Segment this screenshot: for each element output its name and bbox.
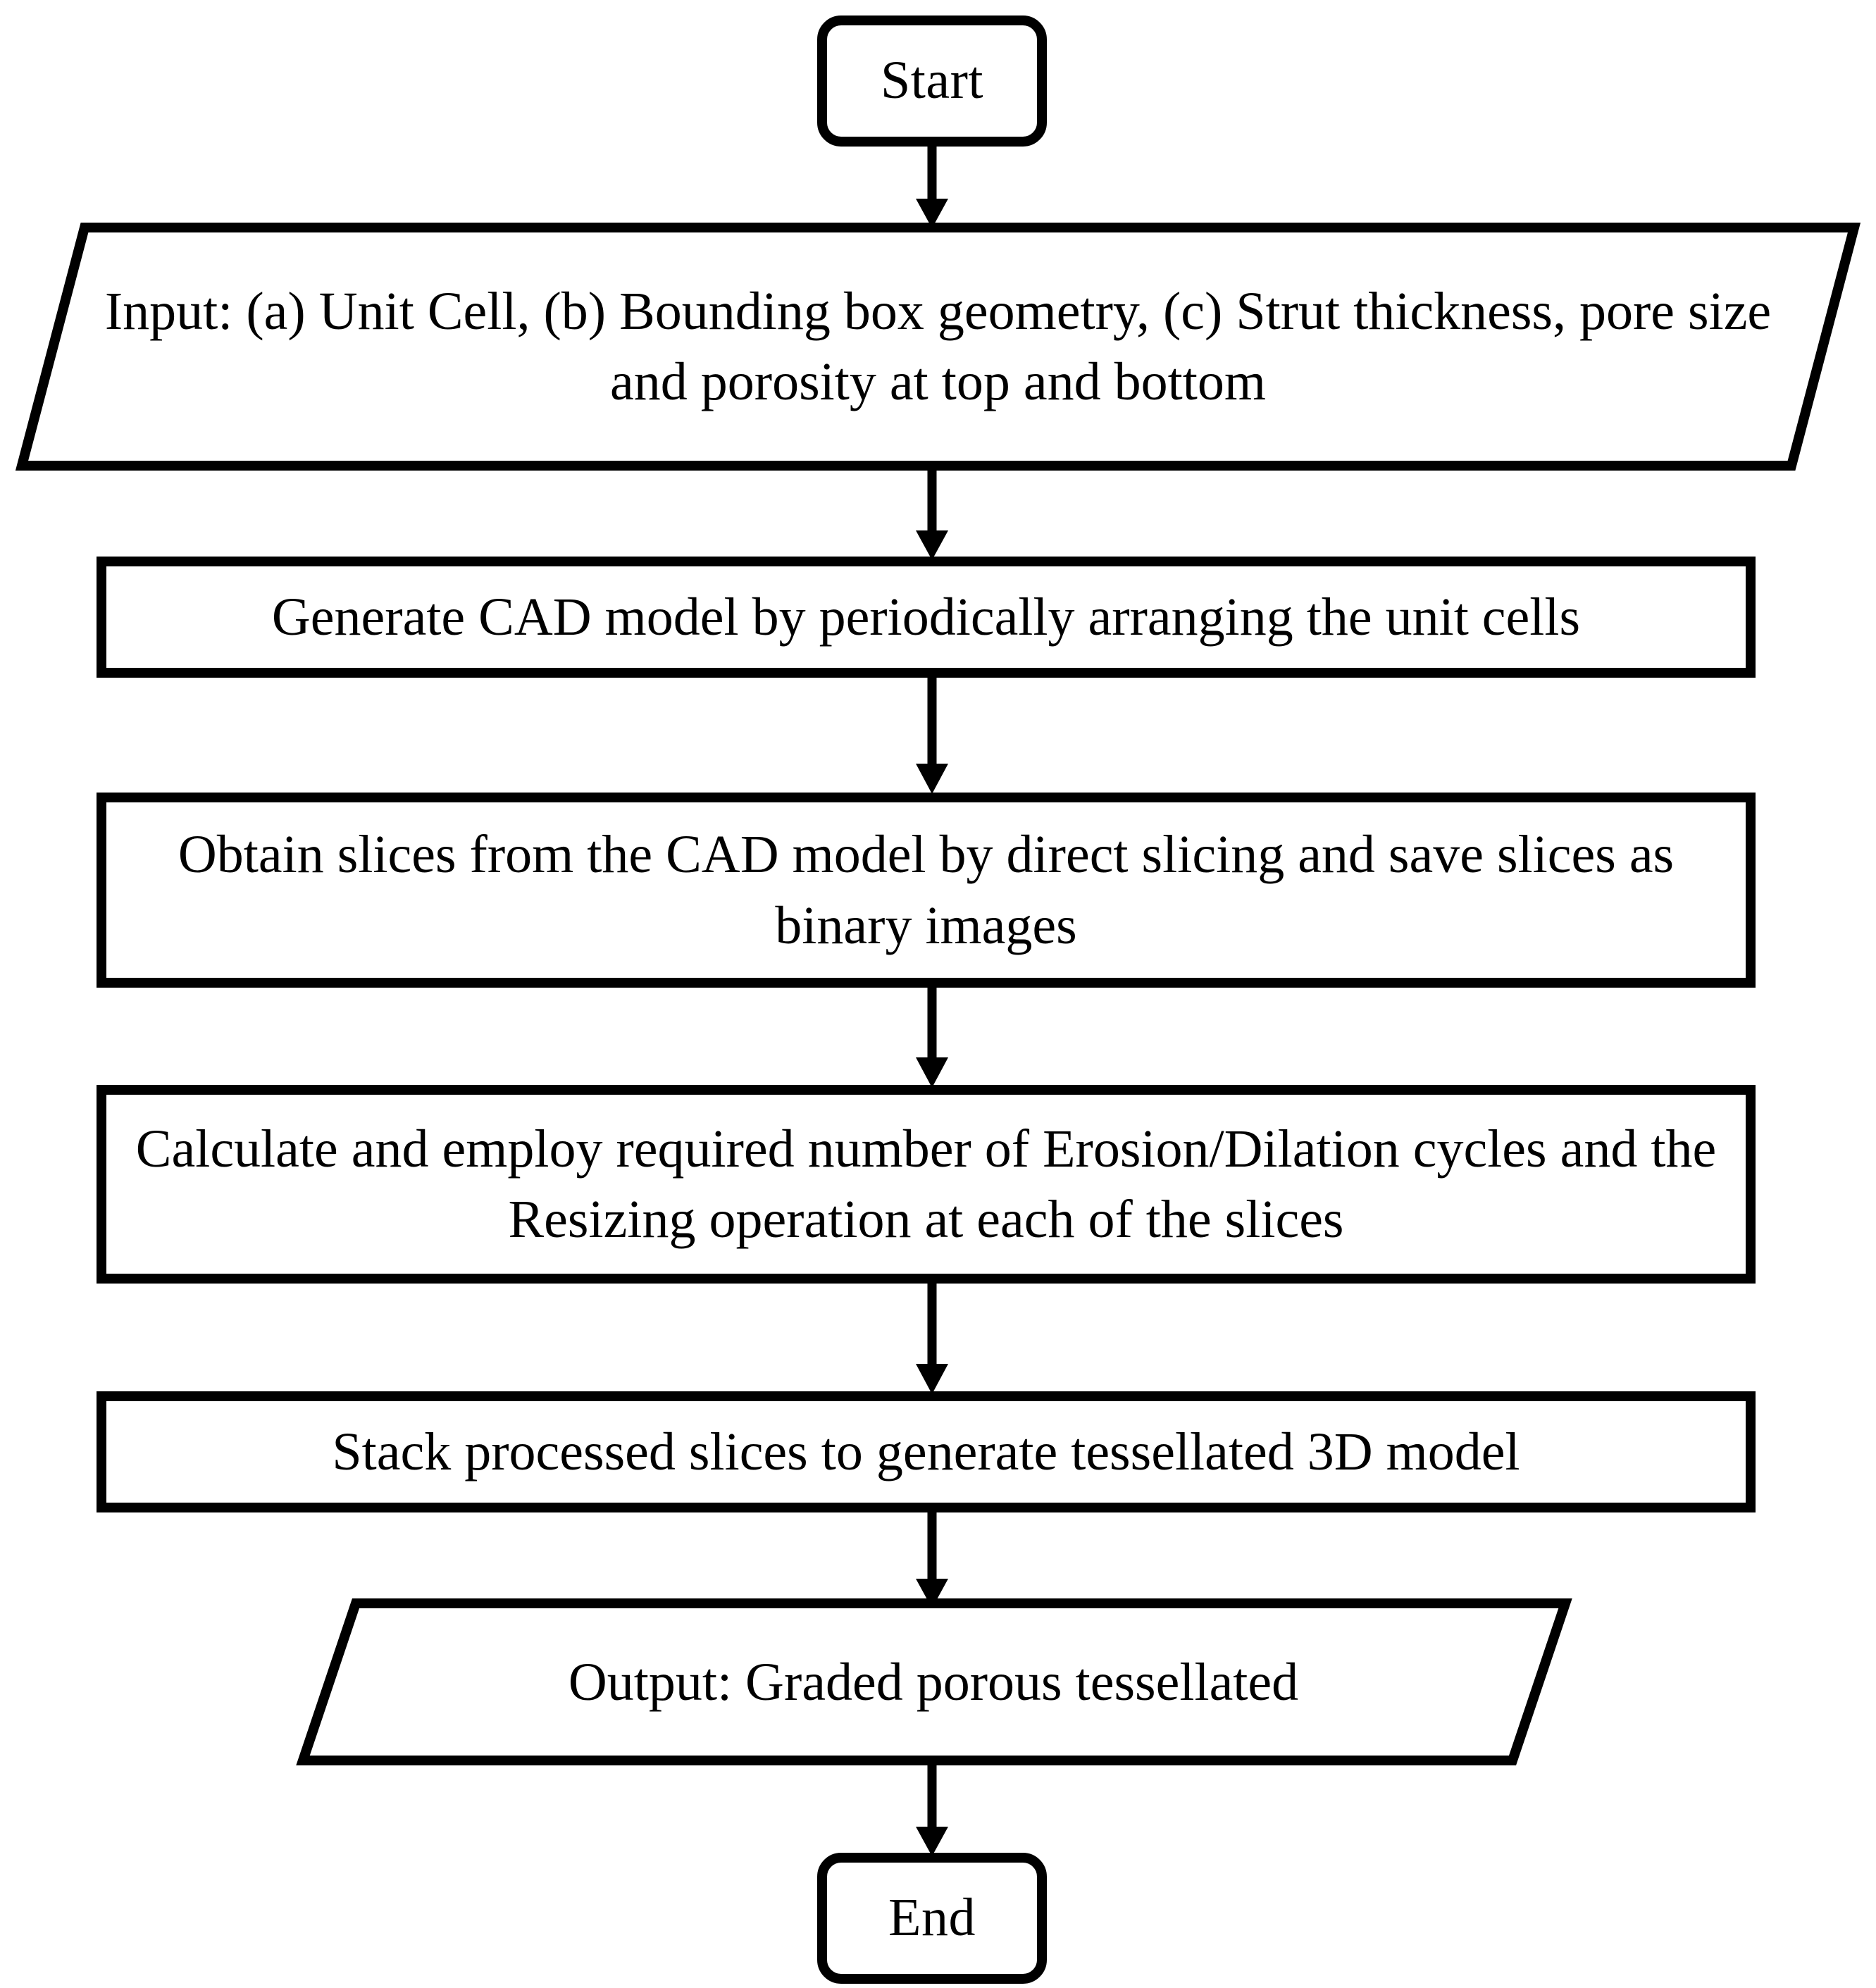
connector-generate-cad-to-obtain-slices bbox=[916, 678, 948, 794]
node-erosion-dilation[interactable]: Calculate and employ required number of … bbox=[97, 1085, 1756, 1284]
node-stack-slices[interactable]: Stack processed slices to generate tesse… bbox=[97, 1391, 1756, 1512]
node-input[interactable]: Input: (a) Unit Cell, (b) Bounding box g… bbox=[0, 223, 1876, 471]
node-end[interactable]: End bbox=[817, 1853, 1047, 1984]
connector-stack-slices-to-output bbox=[916, 1512, 948, 1608]
node-output-label: Output: Graded porous tessellated bbox=[568, 1652, 1299, 1712]
parallelogram-shape bbox=[296, 1598, 1572, 1765]
arrow-down-icon bbox=[916, 465, 948, 560]
arrow-down-icon bbox=[916, 678, 948, 794]
arrow-down-icon bbox=[916, 1284, 948, 1394]
arrow-down-icon bbox=[916, 147, 948, 228]
connector-erosion-dilation-to-stack-slices bbox=[916, 1284, 948, 1394]
arrow-down-icon bbox=[916, 1512, 948, 1608]
connector-start-to-input bbox=[916, 147, 948, 228]
node-obtain-slices[interactable]: Obtain slices from the CAD model by dire… bbox=[97, 793, 1756, 988]
node-end-label: End bbox=[888, 1888, 976, 1948]
node-start-label: Start bbox=[880, 51, 984, 111]
node-start[interactable]: Start bbox=[817, 15, 1047, 147]
connector-obtain-slices-to-erosion-dilation bbox=[916, 988, 948, 1088]
arrow-down-icon bbox=[916, 988, 948, 1088]
parallelogram-shape bbox=[15, 223, 1861, 471]
node-input-label: Input: (a) Unit Cell, (b) Bounding box g… bbox=[104, 281, 1772, 411]
node-stack-slices-label: Stack processed slices to generate tesse… bbox=[332, 1422, 1520, 1481]
arrow-down-icon bbox=[916, 1759, 948, 1856]
node-obtain-slices-label: Obtain slices from the CAD model by dire… bbox=[178, 825, 1675, 955]
connector-input-to-generate-cad bbox=[916, 465, 948, 560]
node-generate-cad[interactable]: Generate CAD model by periodically arran… bbox=[97, 557, 1756, 678]
node-output[interactable]: Output: Graded porous tessellated bbox=[282, 1598, 1585, 1767]
node-generate-cad-label: Generate CAD model by periodically arran… bbox=[271, 587, 1581, 647]
node-erosion-dilation-label: Calculate and employ required number of … bbox=[135, 1119, 1717, 1249]
connector-output-to-end bbox=[916, 1759, 948, 1856]
